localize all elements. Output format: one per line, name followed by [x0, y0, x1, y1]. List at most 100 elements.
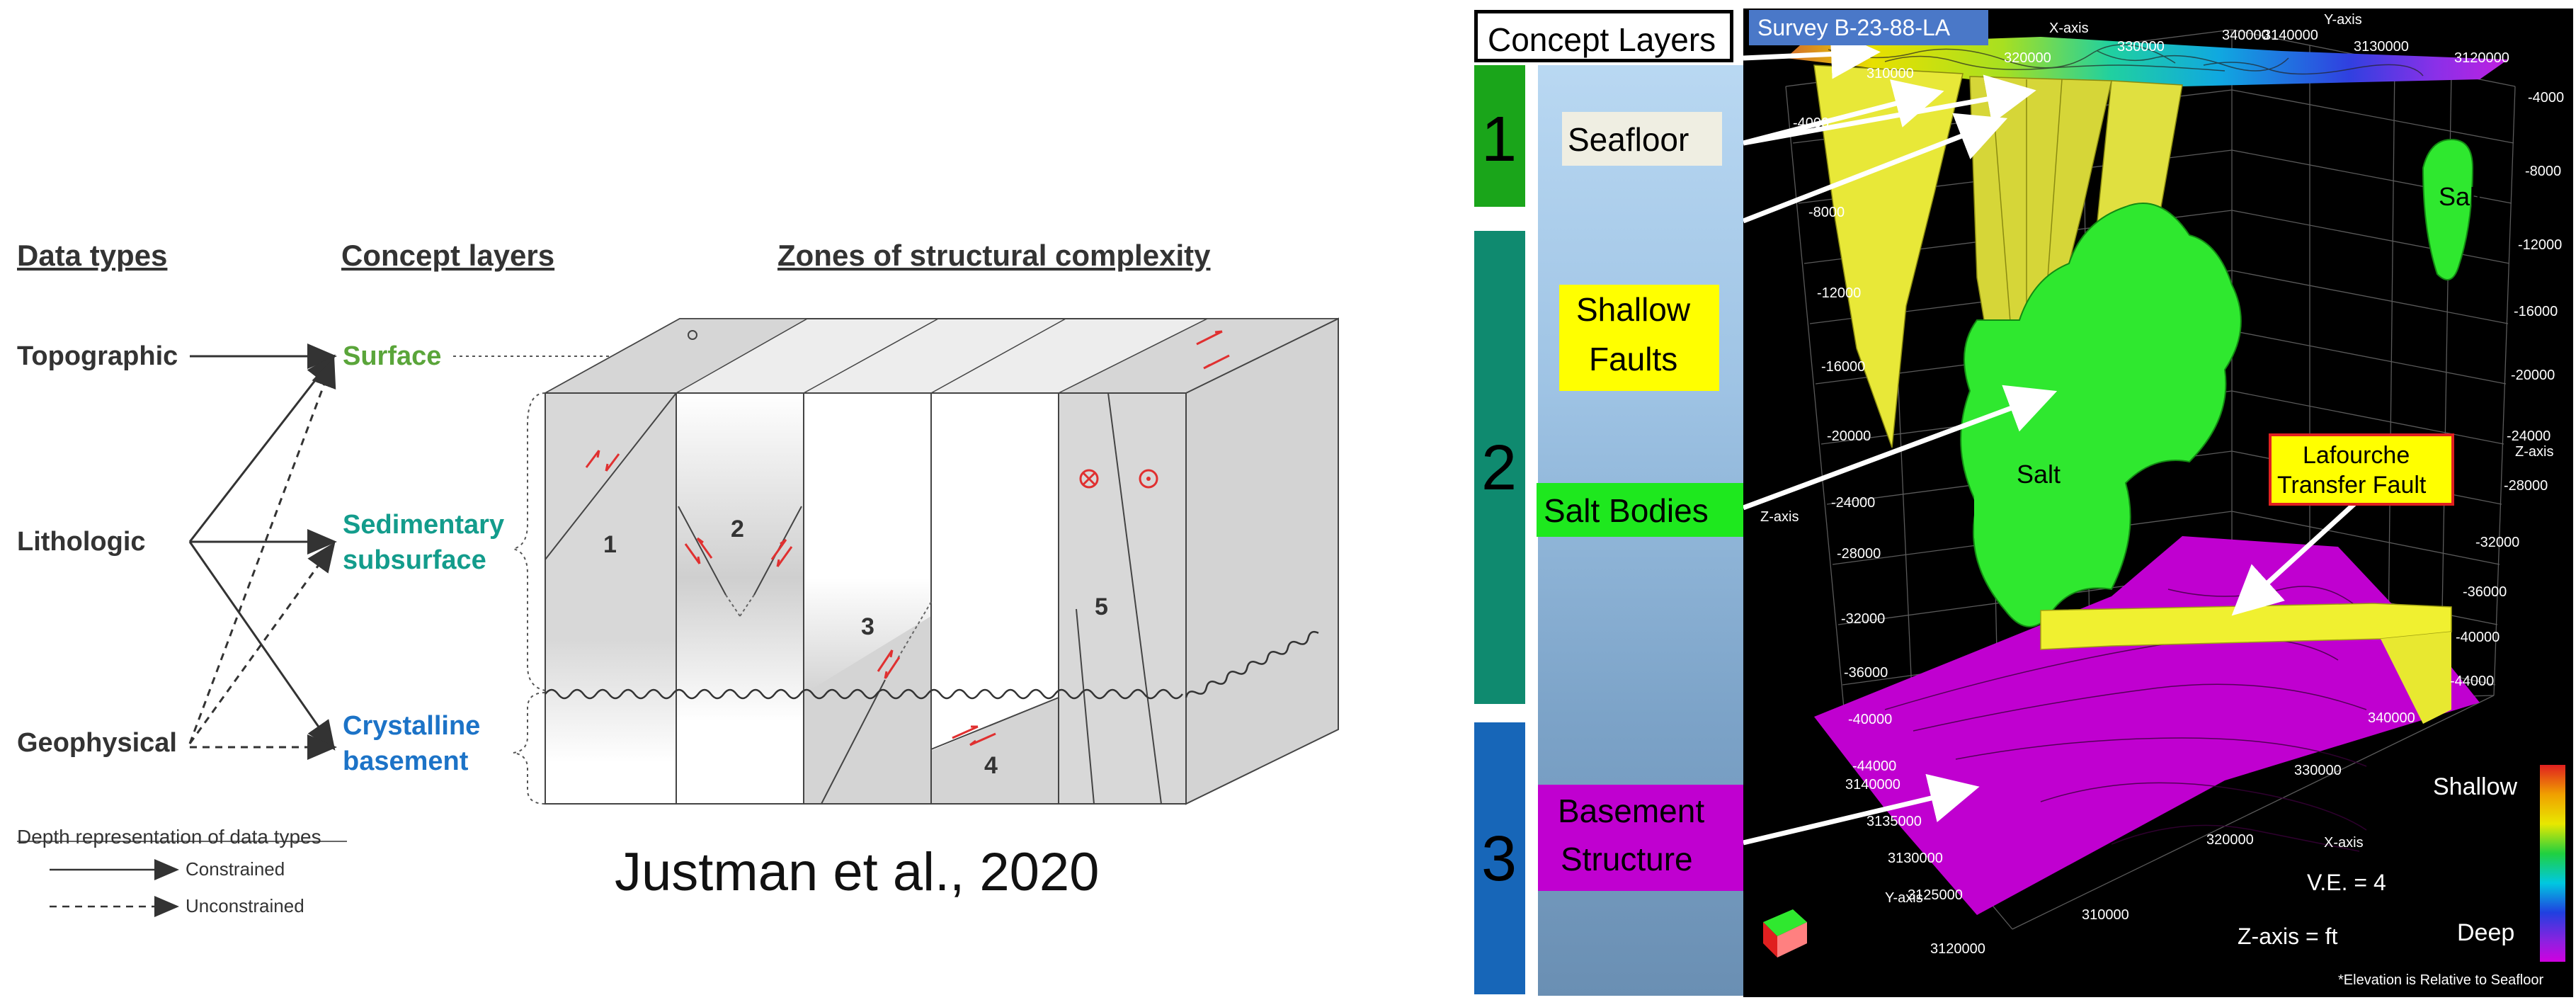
legend-footnote: *Elevation is Relative to Seafloor: [2338, 972, 2544, 988]
z-tick-right-1: -4000: [2528, 90, 2565, 106]
y-axis-bottom-label: Y-axis: [1885, 890, 1923, 906]
header-zones: Zones of structural complexity: [777, 239, 1211, 272]
layer-crystalline-1: Crystalline: [343, 711, 481, 741]
survey-label: Survey B-23-88-LA: [1757, 15, 1951, 40]
x-tick-top-320000: 320000: [2004, 50, 2051, 66]
layer-crystalline-2: basement: [343, 746, 469, 776]
x-axis-bottom-label: X-axis: [2324, 835, 2364, 851]
z-axis-left-label: Z-axis: [1760, 509, 1799, 525]
pointer-arrows: [1743, 29, 2361, 846]
left-diagram: [17, 317, 1339, 917]
z-axis-right-label: Z-axis: [2515, 444, 2554, 460]
header-data-types: Data types: [17, 239, 168, 272]
z-tick-left-10: -40000: [1848, 712, 1893, 727]
basement-label-box: Basement Structure: [1538, 785, 1743, 891]
y-tick-top-3130000: 3130000: [2354, 39, 2409, 55]
x-tick-bottom-4: 340000: [2368, 710, 2415, 726]
zone-2: 2: [731, 516, 744, 542]
x-tick-bottom-2: 320000: [2206, 832, 2254, 848]
salt-body-small: [2422, 138, 2474, 280]
y-axis-top-label: Y-axis: [2324, 12, 2362, 28]
sedimentary-brace: [513, 392, 546, 691]
legend-shallow: Shallow: [2433, 773, 2518, 800]
header-concept-layers: Concept layers: [341, 239, 555, 272]
seafloor-label: Seafloor: [1568, 121, 1689, 158]
z-tick-right-5: -20000: [2511, 368, 2555, 383]
depth-colorbar: [2540, 765, 2565, 962]
basement-label-1: Basement: [1558, 792, 1705, 829]
basement-label-2: Structure: [1561, 841, 1693, 877]
seafloor-contours: [1828, 44, 2424, 76]
concept-layers-title-text: Concept Layers: [1488, 21, 1716, 58]
data-type-lithologic: Lithologic: [17, 527, 146, 557]
slip-indicators: [585, 330, 1230, 746]
zone-1: 1: [603, 531, 617, 558]
z-tick-right-6: -24000: [2507, 428, 2551, 444]
z-tick-left-11: -44000: [1852, 758, 1897, 774]
lafourche-label-box: Lafourche Transfer Fault: [2269, 433, 2454, 506]
zone-3: 3: [861, 613, 874, 640]
z-tick-left-8: -32000: [1841, 611, 1886, 627]
layer-number-1: 1: [1481, 104, 1517, 175]
axis-orientation-icon: [1763, 909, 1807, 958]
legend-deep: Deep: [2457, 919, 2515, 946]
3d-scene: [1743, 29, 2565, 962]
x-tick-top-310000: 310000: [1867, 66, 1914, 81]
basement-brace: [513, 692, 546, 805]
salt-label-main: Salt: [2017, 460, 2061, 489]
y-tick-top-3120000: 3120000: [2454, 50, 2509, 66]
salt-bodies-label: Salt Bodies: [1544, 492, 1709, 529]
salt-label-box: [1974, 412, 2102, 538]
z-tick-left-4: -16000: [1821, 359, 1866, 375]
y-tick-bottom-4: 3125000: [1908, 887, 1963, 903]
salt-label-small: Salt: [2439, 182, 2483, 211]
legend-zaxis: Z-axis = ft: [2238, 924, 2338, 949]
y-tick-bottom-1: 3140000: [1845, 777, 1900, 792]
z-tick-left-3: -12000: [1817, 285, 1862, 301]
block-side-face: [1185, 317, 1339, 805]
z-tick-left-1: -4000: [1793, 115, 1830, 131]
layer-sedimentary-2: subsurface: [343, 545, 486, 575]
z-tick-left-2: -8000: [1808, 205, 1845, 220]
legend-lines: [17, 841, 347, 917]
x-axis-top-label: X-axis: [2049, 21, 2089, 36]
lafourche-label-1: Lafourche: [2303, 442, 2410, 469]
y-tick-bottom-5: 3120000: [1930, 941, 1985, 957]
z-tick-right-4: -16000: [2514, 304, 2558, 319]
zone-4: 4: [984, 752, 998, 779]
z-tick-left-7: -28000: [1837, 546, 1881, 562]
seafloor-surface: [1786, 37, 2508, 86]
zone-5: 5: [1095, 593, 1108, 620]
block-front-face: [545, 392, 1319, 805]
x-tick-bottom-3: 330000: [2294, 763, 2342, 778]
y-tick-bottom-2: 3135000: [1867, 814, 1922, 829]
legend-ve: V.E. = 4: [2307, 870, 2386, 895]
z-tick-right-11: -44000: [2450, 674, 2495, 689]
x-tick-bottom-1: 310000: [2082, 907, 2129, 923]
citation: Justman et al., 2020: [615, 842, 1100, 902]
z-tick-right-3: -12000: [2518, 237, 2563, 253]
data-type-geophysical: Geophysical: [17, 728, 177, 758]
lafourche-label-2: Transfer Fault: [2277, 472, 2427, 499]
data-type-topographic: Topographic: [17, 341, 178, 371]
shallow-faults-label-2: Faults: [1589, 341, 1678, 377]
x-tick-top-340000: 340000: [2222, 28, 2269, 43]
shallow-fault-1: [1813, 64, 1964, 448]
z-tick-right-10: -40000: [2456, 630, 2500, 645]
y-tick-top-3140000: 3140000: [2263, 28, 2318, 43]
z-tick-right-8: -32000: [2475, 535, 2520, 550]
layer-bar-2: [1474, 231, 1525, 704]
z-tick-left-9: -36000: [1844, 665, 1888, 681]
block-top-face: [545, 318, 1339, 394]
z-tick-left-5: -20000: [1827, 428, 1871, 444]
data-type-arrows: [188, 343, 337, 760]
z-tick-right-9: -36000: [2463, 584, 2507, 600]
legend-constrained: Constrained: [186, 858, 285, 880]
survey-label-box: Survey B-23-88-LA: [1749, 10, 1988, 45]
legend-unconstrained: Unconstrained: [186, 895, 304, 916]
z-tick-right-7: -28000: [2504, 478, 2548, 494]
layer-sedimentary-1: Sedimentary: [343, 510, 505, 540]
layer-number-3: 3: [1481, 824, 1517, 894]
layer-bar-1: [1474, 65, 1525, 207]
